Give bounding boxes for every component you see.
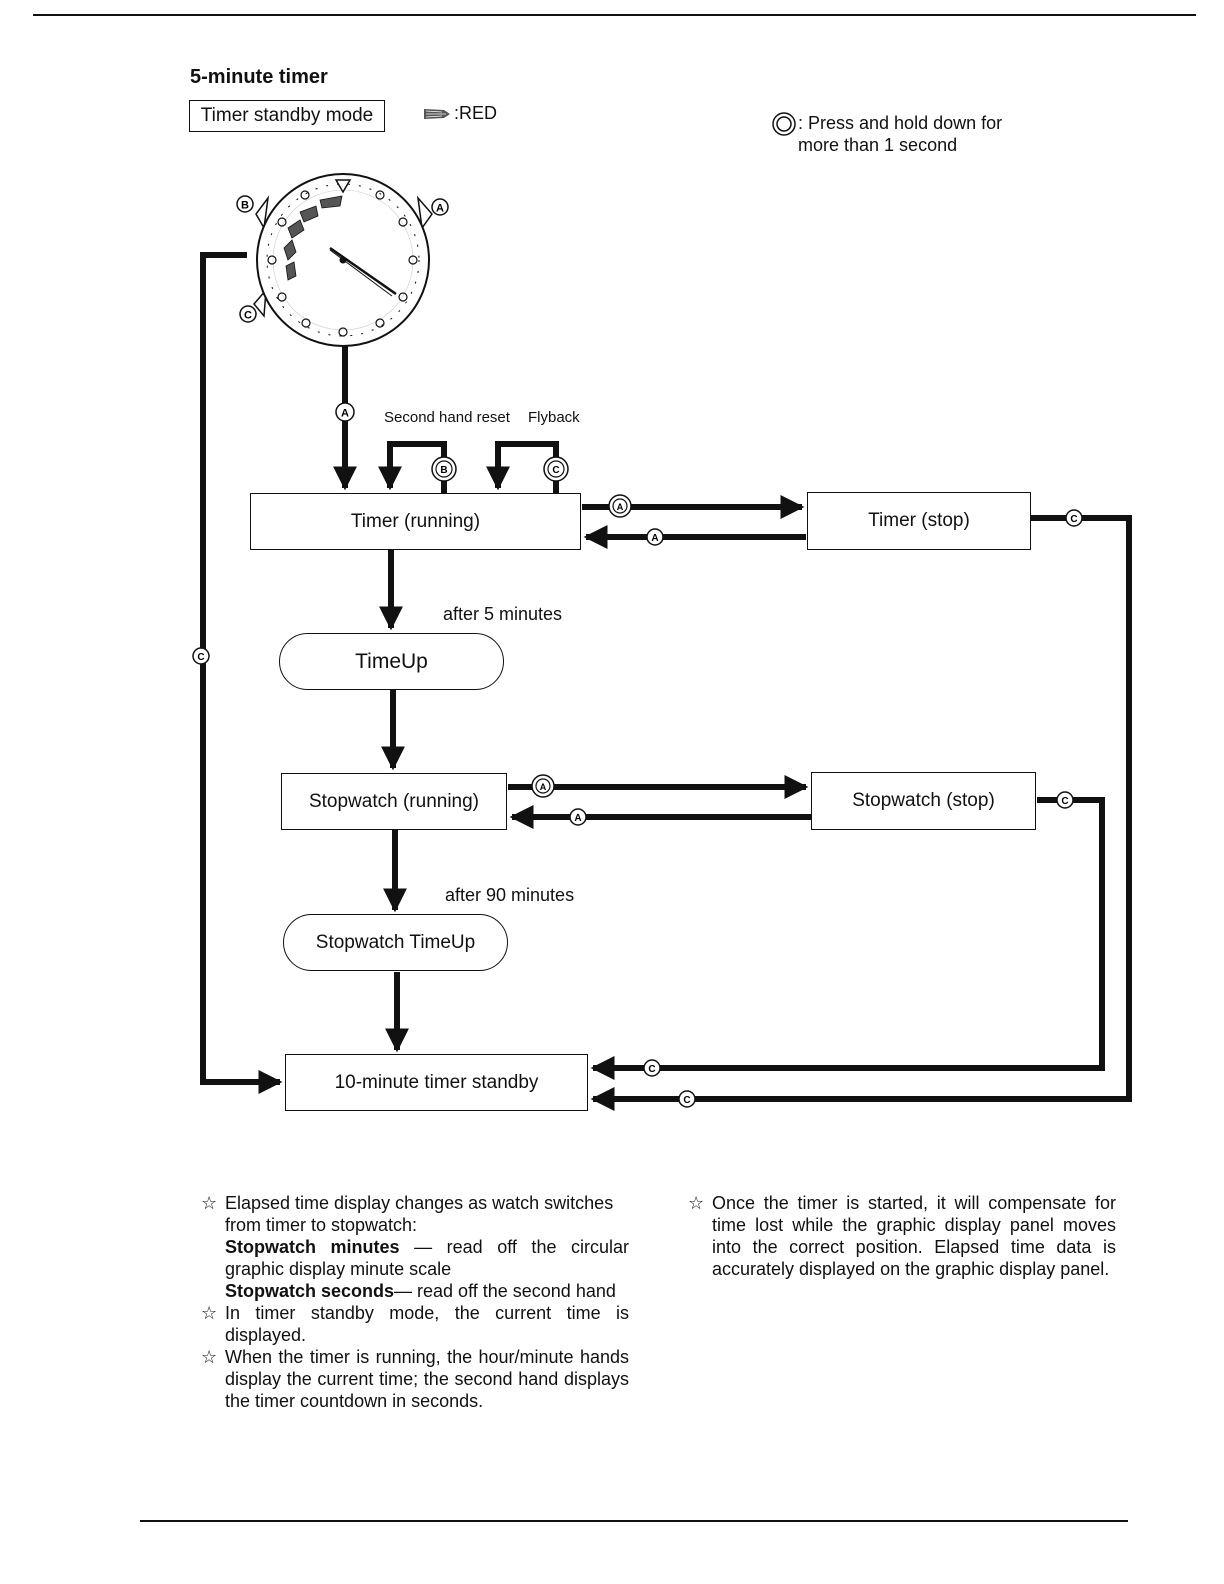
note-stopwatch-minutes: Stopwatch minutes — read off the circula… [225,1236,629,1280]
svg-text:C: C [1061,796,1068,807]
watch-button-a-label: A [431,198,449,216]
notes-right: ☆ Once the timer is started, it will com… [688,1192,1116,1280]
arrow-swstop-c-to-standby [590,797,1105,1080]
note-stopwatch-seconds: Stopwatch seconds— read off the second h… [225,1280,629,1302]
arrow-watch-c-to-standby [200,252,283,1094]
svg-text:A: A [341,408,349,420]
state-timer-stop: Timer (stop) [807,492,1031,550]
state-stopwatch-running: Stopwatch (running) [281,773,507,830]
bottom-rule [140,1520,1128,1522]
top-rule [33,14,1196,16]
red-legend-label: :RED [454,103,498,123]
stopwatch-seconds-term: Stopwatch seconds [225,1281,395,1301]
mode-label-box: Timer standby mode [189,100,385,132]
note-standby-text: In timer standby mode, the current time … [225,1303,629,1345]
second-hand-reset-label: Second hand reset [384,409,510,426]
hold-button-c-flyback: C [543,456,569,482]
hold-legend-line2: more than 1 second [798,135,958,155]
button-a-watch-to-timer: A [335,402,355,422]
button-c-sw-stop: C [1056,791,1074,809]
watch-button-b-label: B [236,195,254,213]
state-timer-running: Timer (running) [250,493,581,550]
note-elapsed-line1: Elapsed time display changes as watch sw… [225,1193,614,1213]
svg-text:B: B [241,200,249,212]
hold-legend-line1: : Press and hold down for [798,113,1003,133]
notes-left: ☆ Elapsed time display changes as watch … [201,1192,629,1412]
note-timer-running: ☆ When the timer is running, the hour/mi… [201,1346,629,1412]
after-90-minutes-label: after 90 minutes [445,885,575,905]
star-icon: ☆ [688,1193,705,1213]
button-c-standby-lower: C [678,1090,696,1108]
page-title: 5-minute timer [190,66,328,88]
button-c-left-loop: C [192,647,210,665]
svg-text:A: A [540,782,547,792]
note-timer-running-text: When the timer is running, the hour/minu… [225,1347,629,1411]
button-c-standby-upper: C [643,1059,661,1077]
note-elapsed-time: ☆ Elapsed time display changes as watch … [201,1192,629,1302]
stopwatch-minutes-term: Stopwatch minutes [225,1237,400,1257]
svg-text:C: C [1070,514,1077,525]
watch-icon [253,173,433,347]
state-timeup: TimeUp [279,633,504,690]
stopwatch-minutes-desc: — read off the circular graphic display … [225,1237,630,1279]
state-stopwatch-stop: Stopwatch (stop) [811,772,1036,830]
note-elapsed-line2: from timer to stopwatch: [225,1215,418,1235]
after-5-minutes-label: after 5 minutes [443,604,563,624]
note-compensate: ☆ Once the timer is started, it will com… [688,1192,1116,1280]
svg-text:A: A [651,533,658,544]
star-icon: ☆ [201,1303,218,1323]
svg-text:A: A [436,203,444,215]
red-legend: :RED [422,103,497,124]
note-standby: ☆ In timer standby mode, the current tim… [201,1302,629,1346]
button-a-stop-to-timer: A [646,528,664,546]
star-icon: ☆ [201,1347,218,1367]
state-10-minute-standby: 10-minute timer standby [285,1054,588,1111]
state-stopwatch-timeup: Stopwatch TimeUp [283,914,508,971]
button-a-swstop-to-sw: A [569,808,587,826]
svg-text:C: C [197,652,204,663]
svg-text:C: C [552,465,559,476]
svg-text:B: B [440,465,447,476]
red-marker-icon [424,108,450,119]
svg-text:A: A [617,502,624,512]
hold-legend: : Press and hold down for more than 1 se… [772,112,1002,156]
star-icon: ☆ [201,1193,218,1213]
button-c-timer-stop: C [1065,509,1083,527]
double-circle-icon [772,112,796,136]
hold-button-a-timer-to-stop: A [608,494,632,518]
flyback-label: Flyback [528,409,580,426]
watch-button-c-label: C [239,305,257,323]
svg-text:A: A [574,813,581,824]
stopwatch-seconds-desc: — read off the second hand [394,1281,616,1301]
svg-text:C: C [648,1064,655,1075]
hold-button-b-reset: B [431,456,457,482]
svg-text:C: C [683,1095,690,1106]
note-compensate-text: Once the timer is started, it will compe… [712,1193,1116,1279]
svg-text:C: C [244,310,252,322]
hold-button-a-sw-to-stop: A [531,774,555,798]
